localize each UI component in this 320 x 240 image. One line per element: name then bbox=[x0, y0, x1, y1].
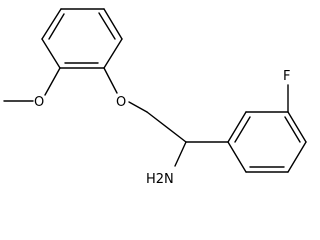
ring-a-bond-2 bbox=[41, 8, 62, 40]
ring-b-bond-3 bbox=[287, 111, 307, 143]
ring-a-bond-5 bbox=[103, 38, 123, 69]
fluorine-substituent: F bbox=[283, 69, 290, 113]
ether-bond-ch2 bbox=[128, 101, 148, 113]
methoxy-bond-ring bbox=[44, 67, 61, 96]
ring-a-bond-1 bbox=[41, 38, 61, 69]
amine-label: H2N bbox=[146, 172, 174, 187]
methoxy-group: O bbox=[3, 67, 61, 110]
ring-b-double-2 bbox=[284, 116, 301, 143]
ring-b-bond-4 bbox=[287, 141, 307, 173]
methoxy-oxygen-label: O bbox=[34, 95, 44, 110]
fluorine-label: F bbox=[283, 69, 290, 84]
ether-oxygen-label: O bbox=[116, 95, 126, 110]
ring-b-bond-1 bbox=[227, 111, 247, 143]
ether-bond-ring bbox=[103, 67, 118, 94]
ch-amine-bond bbox=[174, 141, 187, 167]
backbone bbox=[146, 111, 229, 167]
ring-b-bond-6 bbox=[227, 141, 247, 173]
ring-b-double-1 bbox=[234, 116, 251, 143]
methoxyphenyl-ring bbox=[41, 8, 123, 69]
chemical-structure: O O H2N bbox=[3, 8, 307, 187]
ring-a-bond-4 bbox=[103, 8, 123, 40]
ring-a-double-2 bbox=[98, 12, 116, 40]
structure-canvas: O O H2N bbox=[3, 8, 307, 187]
ch2-ch-bond bbox=[146, 111, 187, 143]
ring-a-double-1 bbox=[48, 13, 65, 40]
fluorophenyl-ring bbox=[227, 111, 307, 173]
ether-linkage: O bbox=[103, 67, 148, 113]
